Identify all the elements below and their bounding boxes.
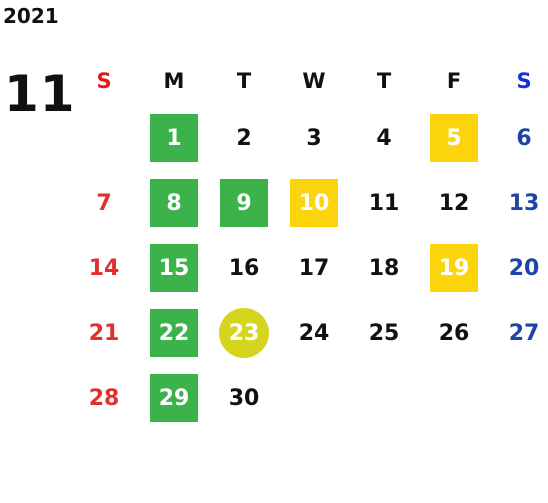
day-number: 20 <box>508 256 540 281</box>
day-cell[interactable]: 14 <box>69 236 139 301</box>
day-cell[interactable]: 26 <box>419 301 489 366</box>
week-row: 14 15 16 17 18 19 20 <box>69 236 548 301</box>
day-number: 10 <box>298 191 330 216</box>
weekday-sunday: S <box>69 56 139 106</box>
day-cell[interactable]: 29 <box>139 366 209 431</box>
day-cell[interactable]: 10 <box>279 171 349 236</box>
day-number: 30 <box>228 386 260 411</box>
day-number: 4 <box>376 126 392 151</box>
day-cell[interactable]: 1 <box>139 106 209 171</box>
day-cell[interactable]: 30 <box>209 366 279 431</box>
day-cell[interactable]: 15 <box>139 236 209 301</box>
day-number: 11 <box>368 191 400 216</box>
green-highlight <box>150 114 198 162</box>
day-cell[interactable]: 20 <box>489 236 548 301</box>
day-cell[interactable]: 11 <box>349 171 419 236</box>
day-number: 18 <box>368 256 400 281</box>
weekday-label: T <box>236 69 252 93</box>
day-cell[interactable]: 8 <box>139 171 209 236</box>
day-cell[interactable]: 19 <box>419 236 489 301</box>
day-cell[interactable]: 18 <box>349 236 419 301</box>
day-cell-empty <box>489 366 548 431</box>
day-cell-empty <box>349 366 419 431</box>
day-cell[interactable]: 27 <box>489 301 548 366</box>
day-number: 15 <box>158 256 190 281</box>
day-number: 26 <box>438 321 470 346</box>
day-cell-empty <box>279 366 349 431</box>
day-cell[interactable]: 13 <box>489 171 548 236</box>
week-row: 1 2 3 4 5 6 <box>69 106 548 171</box>
day-number: 28 <box>88 386 120 411</box>
day-number: 5 <box>446 126 462 151</box>
day-number: 19 <box>438 256 470 281</box>
weekday-header-row: S M T W T F S <box>69 56 548 106</box>
week-row: 28 29 30 <box>69 366 548 431</box>
green-highlight <box>150 244 198 292</box>
day-cell-empty <box>419 366 489 431</box>
weekday-label: S <box>96 69 112 93</box>
day-number: 2 <box>236 126 252 151</box>
week-row: 21 22 23 24 25 26 27 <box>69 301 548 366</box>
calendar-grid: S M T W T F S 1 2 3 4 5 6 7 8 9 10 11 12… <box>69 56 548 431</box>
day-cell[interactable]: 12 <box>419 171 489 236</box>
day-number: 7 <box>96 191 112 216</box>
day-cell[interactable]: 9 <box>209 171 279 236</box>
day-cell-empty <box>69 106 139 171</box>
day-number: 21 <box>88 321 120 346</box>
day-cell[interactable]: 16 <box>209 236 279 301</box>
weekday-monday: M <box>139 56 209 106</box>
day-cell[interactable]: 17 <box>279 236 349 301</box>
day-number: 29 <box>158 386 190 411</box>
green-highlight <box>150 309 198 357</box>
day-number: 24 <box>298 321 330 346</box>
day-number: 9 <box>236 191 252 216</box>
weekday-label: W <box>302 69 326 93</box>
weekday-saturday: S <box>489 56 548 106</box>
day-number: 14 <box>88 256 120 281</box>
yellow-highlight <box>430 244 478 292</box>
day-number: 3 <box>306 126 322 151</box>
green-highlight <box>150 179 198 227</box>
weekday-wednesday: W <box>279 56 349 106</box>
day-cell[interactable]: 21 <box>69 301 139 366</box>
day-cell[interactable]: 3 <box>279 106 349 171</box>
day-number: 27 <box>508 321 540 346</box>
day-number: 25 <box>368 321 400 346</box>
day-cell[interactable]: 24 <box>279 301 349 366</box>
weekday-label: M <box>163 69 185 93</box>
day-cell[interactable]: 25 <box>349 301 419 366</box>
green-highlight <box>220 179 268 227</box>
day-number: 23 <box>228 321 260 346</box>
day-cell[interactable]: 28 <box>69 366 139 431</box>
weekday-thursday: T <box>349 56 419 106</box>
weekday-label: S <box>516 69 532 93</box>
weekday-label: T <box>376 69 392 93</box>
month-label: 11 <box>4 65 76 123</box>
day-cell-today[interactable]: 23 <box>209 301 279 366</box>
yellow-highlight <box>290 179 338 227</box>
today-circle-highlight <box>219 308 269 358</box>
green-highlight <box>150 374 198 422</box>
weekday-label: F <box>446 69 462 93</box>
weekday-friday: F <box>419 56 489 106</box>
weekday-tuesday: T <box>209 56 279 106</box>
year-label: 2021 <box>3 4 59 28</box>
day-cell[interactable]: 2 <box>209 106 279 171</box>
day-cell[interactable]: 7 <box>69 171 139 236</box>
day-number: 22 <box>158 321 190 346</box>
day-number: 16 <box>228 256 260 281</box>
week-row: 7 8 9 10 11 12 13 <box>69 171 548 236</box>
yellow-highlight <box>430 114 478 162</box>
day-number: 8 <box>166 191 182 216</box>
day-number: 13 <box>508 191 540 216</box>
day-cell[interactable]: 4 <box>349 106 419 171</box>
day-number: 17 <box>298 256 330 281</box>
day-number: 1 <box>166 126 182 151</box>
day-cell[interactable]: 6 <box>489 106 548 171</box>
day-number: 6 <box>516 126 532 151</box>
day-number: 12 <box>438 191 470 216</box>
day-cell[interactable]: 5 <box>419 106 489 171</box>
day-cell[interactable]: 22 <box>139 301 209 366</box>
